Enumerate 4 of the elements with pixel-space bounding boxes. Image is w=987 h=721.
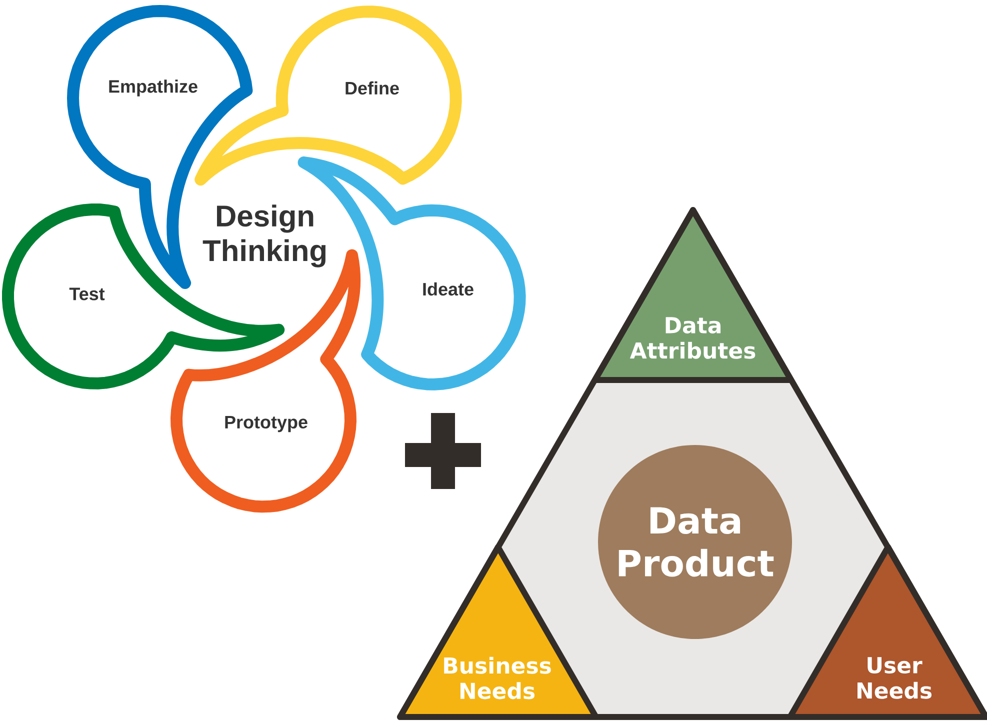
triangle (397, 207, 987, 720)
corner-triangle: Business Needs (397, 544, 599, 720)
corner-triangle: User Needs (787, 544, 987, 720)
corner-triangle: Data Attributes (592, 207, 794, 383)
